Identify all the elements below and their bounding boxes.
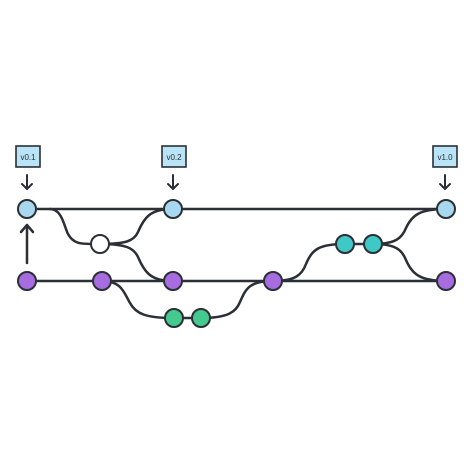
tag-arrow-down-icon <box>439 174 451 190</box>
develop-commit <box>263 271 283 291</box>
main-commit-v1-0 <box>436 199 456 219</box>
tag-arrow-down-icon <box>167 174 179 190</box>
tag-box <box>161 145 187 168</box>
tag-v0-1: v0.1 <box>15 145 41 190</box>
main-commit-v0-1 <box>17 199 37 219</box>
release-commit <box>335 234 355 254</box>
tag-v0-2: v0.2 <box>161 145 187 190</box>
release-commit <box>363 234 383 254</box>
main-commit-v0-2 <box>163 199 183 219</box>
develop-commit <box>17 271 37 291</box>
develop-commit <box>436 271 456 291</box>
tag-v1-0: v1.0 <box>432 145 458 190</box>
hotfix-branch-out-edge <box>48 207 102 246</box>
release-merge-to-develop-edge <box>371 242 448 283</box>
tag-label: v0.2 <box>166 153 182 162</box>
feature-commit <box>164 308 184 328</box>
tag-box <box>15 145 41 168</box>
git-edges <box>19 207 448 320</box>
tag-label: v1.0 <box>437 153 453 162</box>
feature-commit <box>191 308 211 328</box>
tag-box <box>432 145 458 168</box>
version-tags: v0.1 v0.2 v1.0 <box>15 145 458 190</box>
release-merge-to-main-edge <box>371 207 448 246</box>
release-branch-out-edge <box>271 242 347 283</box>
develop-commit <box>163 271 183 291</box>
develop-commit <box>92 271 112 291</box>
commits <box>17 199 456 328</box>
develop-to-main-arrowhead <box>19 223 35 234</box>
hotfix-merge-to-main-edge <box>98 207 174 246</box>
hotfix-merge-to-develop-edge <box>98 242 174 283</box>
feature-branch-out-edge <box>100 279 176 320</box>
tag-label: v0.1 <box>20 153 36 162</box>
tag-arrow-down-icon <box>21 174 33 190</box>
hotfix-commit <box>90 234 110 254</box>
feature-merge-edge <box>199 279 275 320</box>
